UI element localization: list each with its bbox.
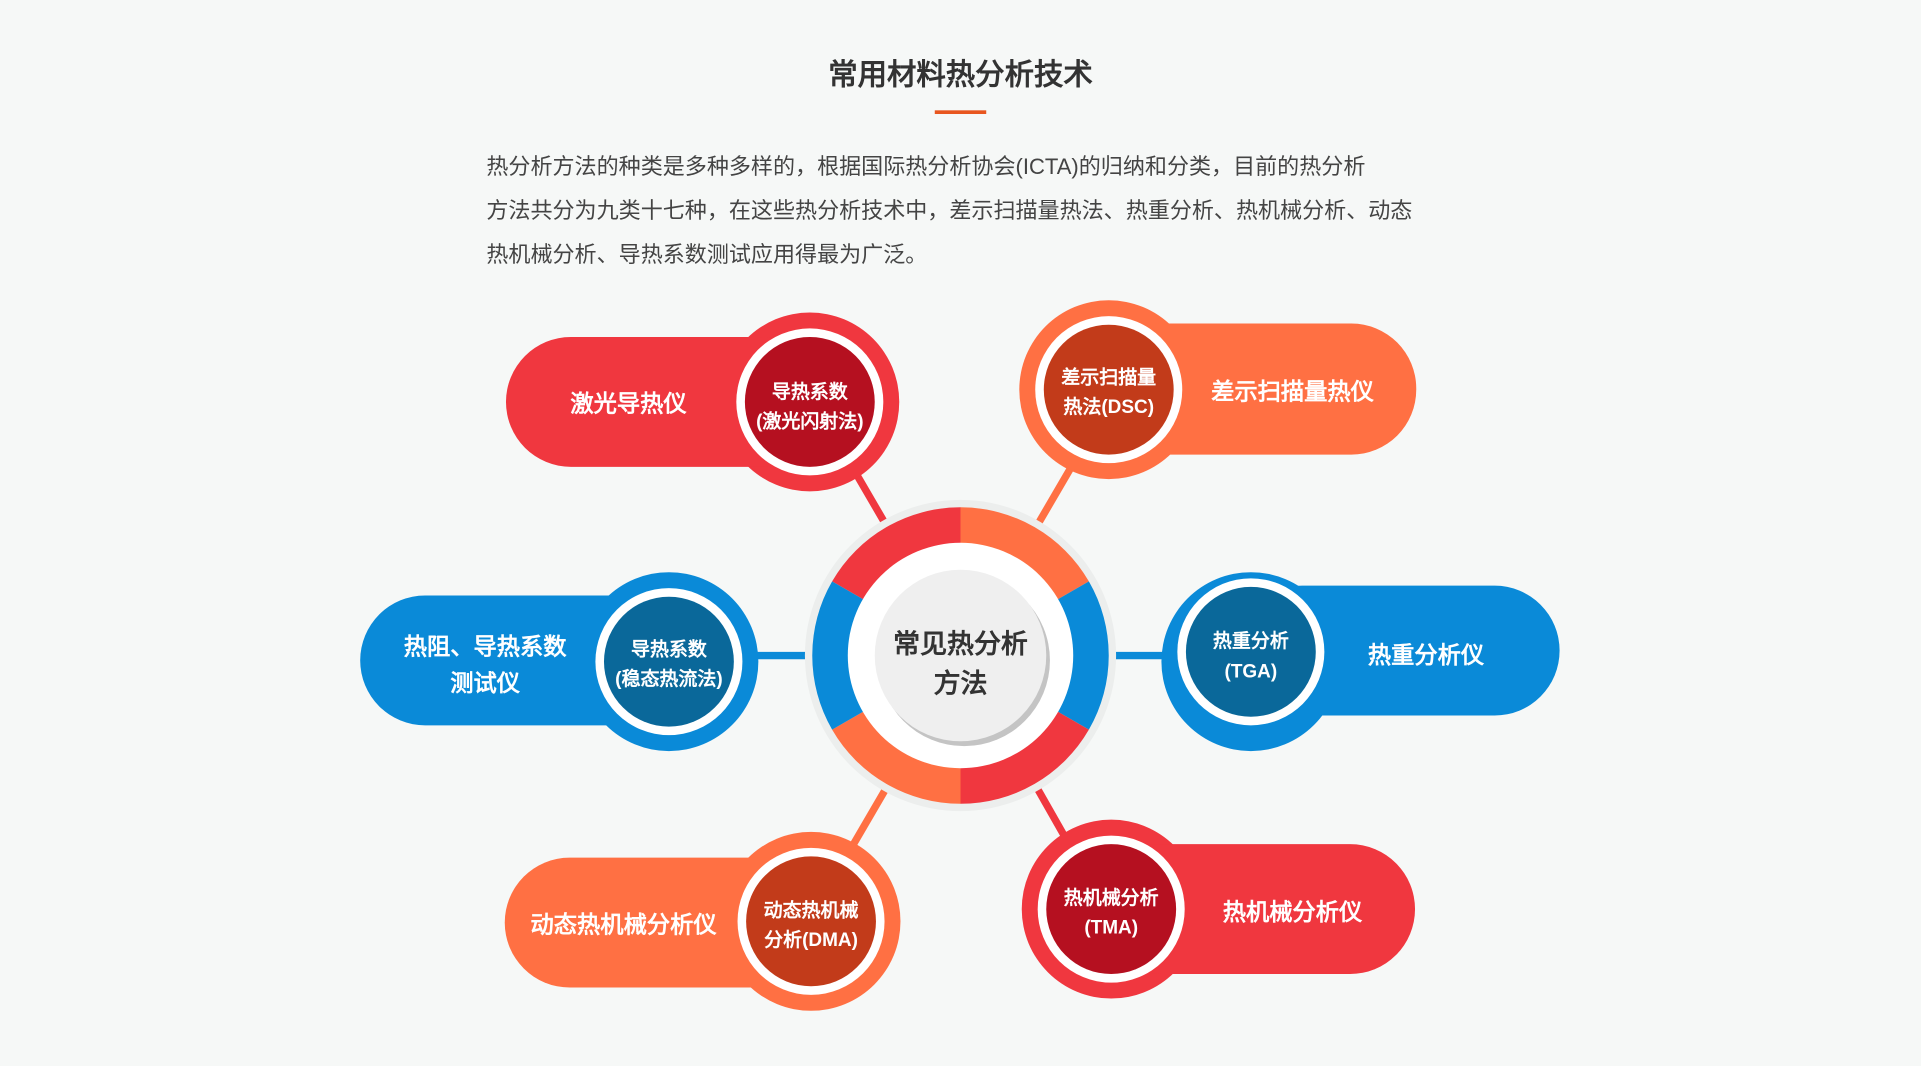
method-label: 热机械分析 [1064, 886, 1159, 909]
hub-ring-segment [1055, 581, 1109, 730]
node-tma: 热机械分析仪 热机械分析 (TMA) [1021, 819, 1416, 999]
method-circle [746, 856, 876, 987]
node-heat-flow: 热阻、导热系数 测试仪 导热系数 (稳态热流法) [360, 572, 759, 752]
node-laser-flash: 激光导热仪 导热系数 (激光闪射法) [505, 312, 900, 492]
hub-ring-segment [832, 710, 961, 804]
page-title: 常用材料热分析技术 [828, 59, 1093, 92]
node-dma: 动态热机械分析仪 动态热机械 分析(DMA) [504, 831, 901, 1011]
instrument-label: 热重分析仪 [1368, 642, 1485, 668]
center-hub: 常见热分析 方法 [804, 499, 1117, 812]
center-label: 方法 [934, 667, 988, 698]
connector-dma [844, 778, 894, 856]
method-label: (TMA) [1084, 918, 1138, 939]
method-circle [603, 596, 734, 727]
method-label: 导热系数 [631, 638, 708, 661]
method-circle [1046, 844, 1177, 975]
method-label: (TGA) [1225, 662, 1278, 683]
method-label: 动态热机械 [764, 898, 859, 921]
method-label: 分析(DMA) [764, 928, 858, 951]
intro-line-3: 热机械分析、导热系数测试应用得最为广泛。 [486, 242, 927, 267]
hub-ring-segment [960, 507, 1089, 601]
connector-dsc [1029, 457, 1079, 535]
title-underline [934, 110, 987, 115]
hub-ring-segment [960, 710, 1089, 804]
method-label: 差示扫描量 [1061, 366, 1156, 389]
intro-line-1: 热分析方法的种类是多种多样的，根据国际热分析协会(ICTA)的归纳和分类，目前的… [486, 154, 1365, 179]
method-circle [1185, 586, 1316, 717]
method-label: 热法(DSC) [1063, 395, 1154, 418]
instrument-label: 激光导热仪 [570, 391, 687, 417]
method-circle [744, 336, 875, 467]
method-label: (稳态热流法) [615, 667, 722, 690]
node-dsc: 差示扫描量热仪 差示扫描量 热法(DSC) [1019, 300, 1417, 480]
instrument-label: 测试仪 [450, 670, 521, 696]
node-tga: 热重分析仪 热重分析 (TGA) [1161, 572, 1560, 752]
method-label: 热重分析 [1213, 629, 1289, 652]
method-label: 导热系数 [772, 380, 849, 403]
intro-line-2: 方法共分为九类十七种，在这些热分析技术中，差示扫描量热法、热重分析、热机械分析、… [486, 198, 1412, 223]
hub-ring-segment [832, 507, 961, 601]
instrument-label: 热阻、导热系数 [404, 633, 568, 659]
instrument-label: 动态热机械分析仪 [531, 911, 718, 937]
hub-ring-segment [812, 581, 866, 730]
center-label: 常见热分析 [893, 629, 1028, 659]
method-label: (激光闪射法) [756, 410, 863, 433]
instrument-label: 差示扫描量热仪 [1211, 378, 1375, 404]
method-circle [1043, 324, 1174, 455]
instrument-label: 热机械分析仪 [1223, 899, 1363, 925]
